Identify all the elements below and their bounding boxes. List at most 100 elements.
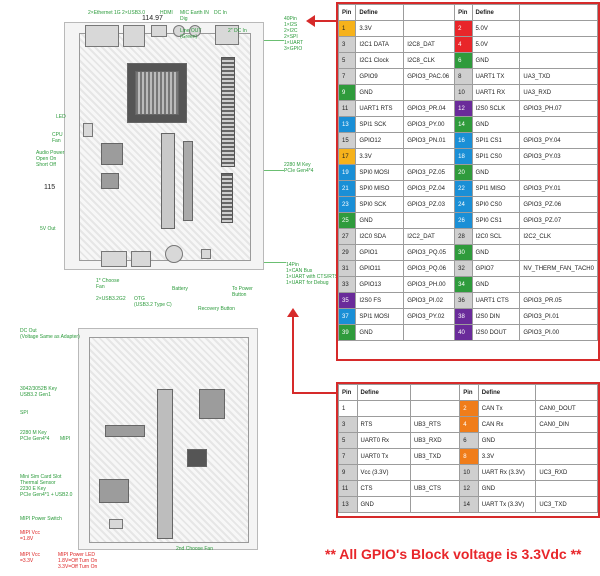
label-40pin: 40Pin 1×I2S 2×I2C 2×SPI 1×UART 3×GPIO (284, 16, 304, 52)
pin-signal-cell: GPIO3_PZ.06 (519, 196, 598, 213)
pin-number-cell: 28 (454, 228, 473, 245)
pin-number-cell: 1 (337, 20, 357, 37)
width-dimension: 114.97 (142, 15, 163, 22)
pin-number-cell: 12 (459, 480, 479, 497)
usb-port (123, 25, 145, 47)
pin-define-cell: 3.3V (355, 148, 405, 165)
pin-define-cell: GND (471, 276, 521, 293)
pin-define-cell: GND (471, 52, 521, 69)
pin-define-cell: GPIO1 (355, 244, 405, 261)
pin-define-cell: SPI0 SCK (355, 196, 405, 213)
pin-number-cell: 4 (454, 36, 473, 53)
pin-signal-cell: GPIO3_PZ.03 (403, 196, 456, 213)
header-extra (519, 4, 598, 21)
leader-line (264, 170, 284, 171)
pin-define-cell: I2C0 SCL (471, 228, 521, 245)
pin-signal-cell: GPIO3_PH.00 (403, 276, 456, 293)
pin-define-cell: SPI1 MISO (471, 180, 521, 197)
label-dc-in-right: 2" DC In (228, 28, 247, 34)
heatsink (135, 71, 179, 115)
label-hdmi: HDMI (160, 10, 173, 16)
pin-define-cell: GPIO11 (355, 260, 405, 277)
pin-define-cell: UART1 CTS (471, 292, 521, 309)
pin-number-cell: 32 (454, 260, 473, 277)
arrow-head (306, 15, 315, 27)
pin-signal-cell (409, 496, 461, 513)
pin-define-cell: I2C1 DATA (355, 36, 405, 53)
sim-slot (99, 479, 129, 503)
pin-signal-cell: GPIO3_PZ.07 (519, 212, 598, 229)
pin-number-cell: 16 (454, 132, 473, 149)
pin-signal-cell: I2C8_CLK (403, 52, 456, 69)
40pin-header (221, 57, 235, 167)
pin-signal-cell: GPIO3_PH.07 (519, 100, 598, 117)
arrow (314, 20, 338, 22)
arrow-head (287, 308, 299, 317)
pin-number-cell: 3 (337, 36, 357, 53)
header-define: Define (471, 4, 521, 21)
pin-define-cell: CAN Tx (477, 400, 537, 417)
pin-define-cell: GND (477, 480, 537, 497)
label-mipi-33: MIPI Vcc =3.3V (20, 552, 41, 564)
pin-number-cell: 8 (454, 68, 473, 85)
fan-header (83, 123, 93, 137)
pin-number-cell: 27 (337, 228, 357, 245)
pin-signal-cell (535, 448, 598, 465)
pin-signal-cell: GPIO3_PI.00 (519, 324, 598, 341)
pin-number-cell: 9 (337, 84, 357, 101)
pin-signal-cell (519, 244, 598, 261)
pin-number-cell: 21 (337, 180, 357, 197)
pin-signal-cell: UB3_CTS (409, 480, 461, 497)
pin-signal-cell (519, 276, 598, 293)
pin-signal-cell: GPIO3_PR.04 (403, 100, 456, 117)
pin-signal-cell: GPIO3_PZ.05 (403, 164, 456, 181)
pin-signal-cell: GPIO3_PY.01 (519, 180, 598, 197)
label-otg: OTG (USB3.2 Type C) (134, 296, 172, 308)
pin-signal-cell: UB3_RTS (409, 416, 461, 433)
pcie-slot (183, 141, 193, 221)
pin-number-cell: 1 (338, 400, 358, 417)
pin-signal-cell: GPIO3_PAC.06 (403, 68, 456, 85)
pin-signal-cell: UC3_TXD (535, 496, 598, 513)
pin-number-cell: 6 (454, 52, 473, 69)
label-dc-out: DC Out (Voltage Same as Adapter) (20, 328, 80, 340)
pin-define-cell: SPI1 MOSI (355, 308, 405, 325)
label-power-button: To Power Button (232, 286, 253, 298)
bottom-board (78, 328, 258, 550)
pin-define-cell (356, 400, 411, 417)
pin-number-cell: 9 (338, 464, 358, 481)
pin-signal-cell (403, 212, 456, 229)
pin-number-cell: 20 (454, 164, 473, 181)
pin-signal-cell (409, 400, 461, 417)
pin-signal-cell (409, 464, 461, 481)
pin-define-cell: GPIO13 (355, 276, 405, 293)
ethernet-port (85, 25, 119, 47)
pin-define-cell: GND (471, 116, 521, 133)
pin-define-cell: UART0 Rx (356, 432, 411, 449)
pin-number-cell: 11 (337, 100, 357, 117)
label-m2-key: 2280 M Key PCIe Gen4*4 (284, 162, 314, 174)
pin-signal-cell: GPIO3_PI.02 (403, 292, 456, 309)
pin-signal-cell: UB3_TXD (409, 448, 461, 465)
pin-define-cell: GND (355, 212, 405, 229)
pin-number-cell: 14 (454, 116, 473, 133)
pin-number-cell: 2 (459, 400, 479, 417)
m2-slot (161, 133, 175, 229)
header-pin: Pin (338, 384, 358, 401)
table-header-row: Pin Define Pin Define (337, 4, 598, 21)
label-14pin: 14Pin 1×CAN Bus 1×UART with CTS/RTS 1×UA… (286, 262, 339, 286)
pin-signal-cell: I2C8_DAT (403, 36, 456, 53)
label-choose-fan-2: 2nd Choose Fan (176, 546, 213, 552)
audio-jack (173, 25, 185, 37)
label-mipi-18: MIPI Vcc =1.8V (20, 530, 41, 542)
ic-chip (199, 389, 225, 419)
